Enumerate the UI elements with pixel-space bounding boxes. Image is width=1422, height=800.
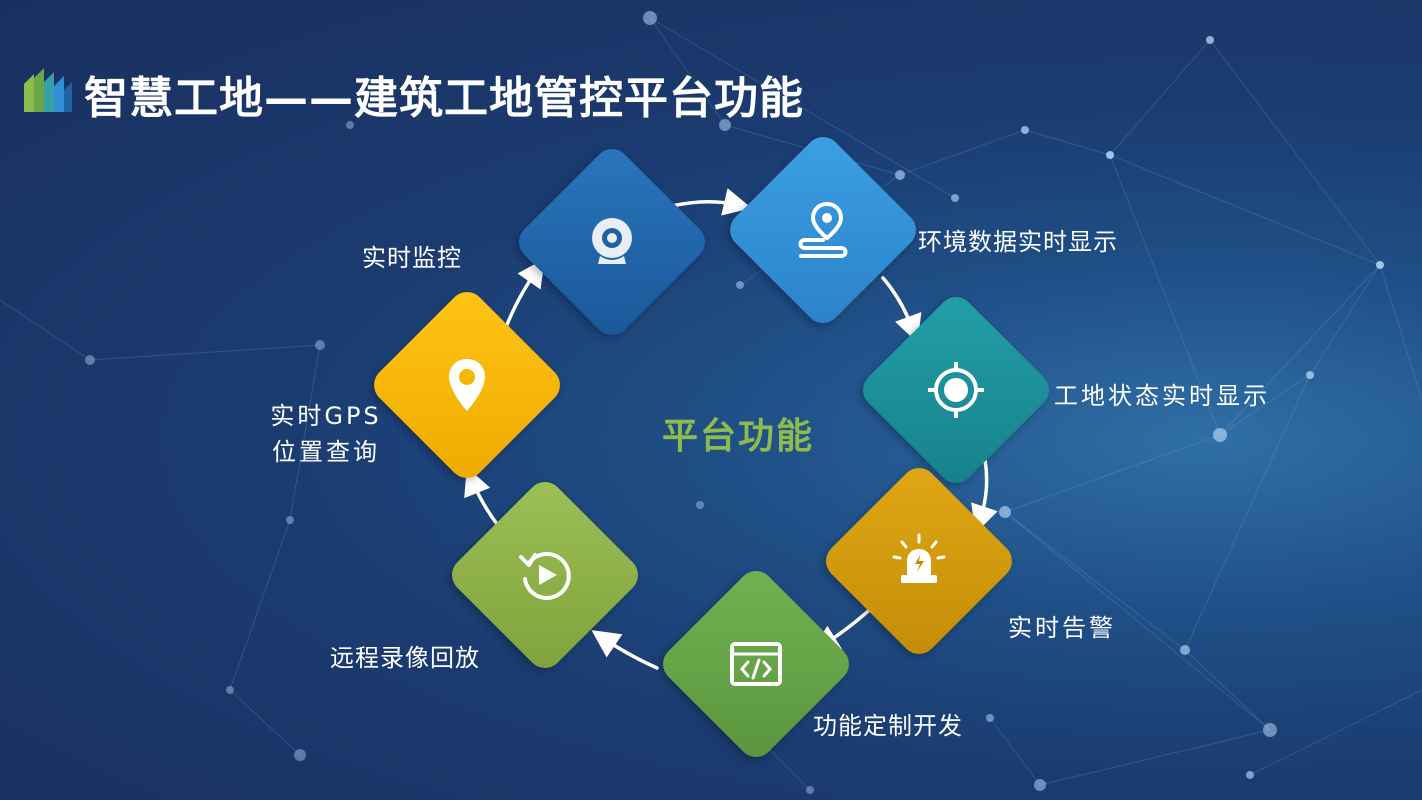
logo-icon xyxy=(24,68,72,112)
webcam-icon xyxy=(592,218,632,264)
siren-icon xyxy=(892,533,946,583)
replay-icon xyxy=(519,552,571,600)
label-gps: 实时GPS 位置查询 xyxy=(266,398,386,470)
label-gps-line1: 实时GPS xyxy=(270,402,382,430)
target-icon xyxy=(928,362,984,418)
node-environment[interactable] xyxy=(722,129,924,331)
code-window-icon xyxy=(730,642,782,686)
location-pin-icon xyxy=(449,359,485,411)
node-custom[interactable] xyxy=(655,563,857,765)
node-gps[interactable] xyxy=(366,284,568,486)
page-title: 智慧工地——建筑工地管控平台功能 xyxy=(84,73,804,124)
label-playback: 远程录像回放 xyxy=(330,644,480,672)
label-gps-line2: 位置查询 xyxy=(272,438,380,466)
label-monitor: 实时监控 xyxy=(362,244,462,272)
node-playback[interactable] xyxy=(444,474,646,676)
node-monitor[interactable] xyxy=(511,141,713,343)
map-pin-route-icon xyxy=(798,201,848,258)
label-status: 工地状态实时显示 xyxy=(1054,382,1270,410)
label-environment: 环境数据实时显示 xyxy=(918,228,1118,256)
label-alarm: 实时告警 xyxy=(1008,614,1116,642)
center-label: 平台功能 xyxy=(661,416,814,457)
node-alarm[interactable] xyxy=(818,460,1020,662)
label-custom: 功能定制开发 xyxy=(813,712,963,740)
node-status[interactable] xyxy=(855,289,1057,491)
